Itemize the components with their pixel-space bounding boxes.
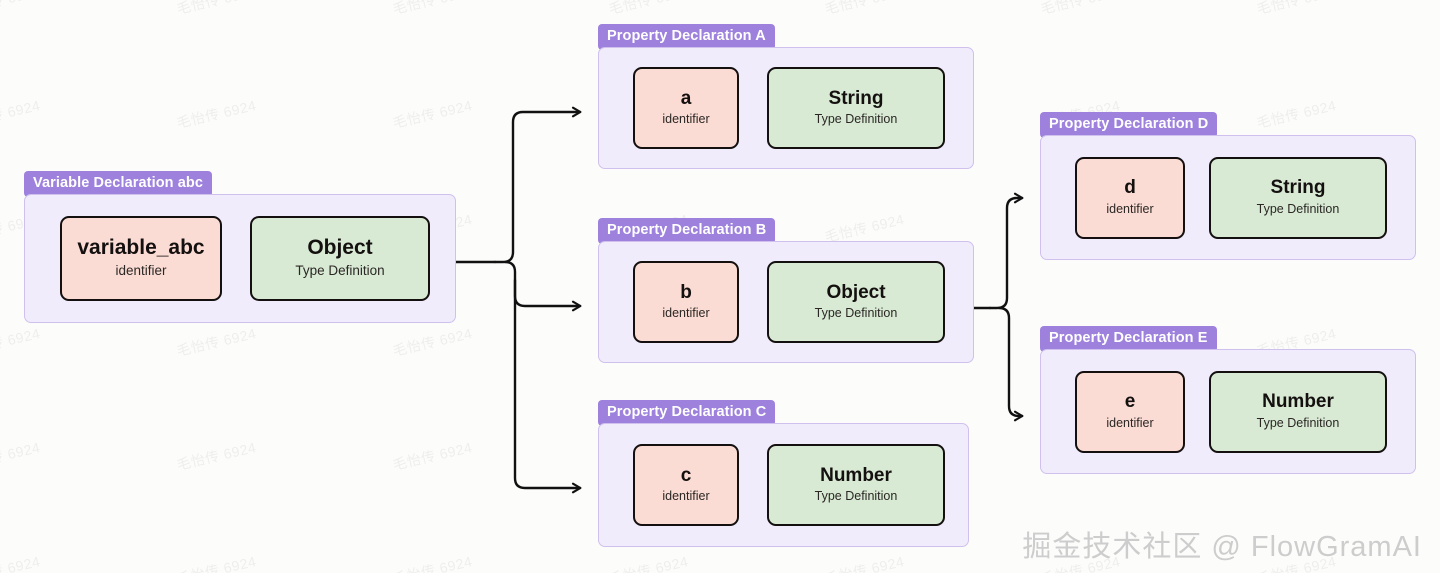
property-declaration-d-body: d identifier String Type Definition xyxy=(1040,135,1416,260)
property-declaration-e-badge: Property Declaration E xyxy=(1040,326,1217,352)
typedef-title: Number xyxy=(820,464,892,486)
watermark-tile: 毛怡传 6924 xyxy=(0,553,42,573)
identifier-title: a xyxy=(680,87,692,109)
watermark-tile: 毛怡传 6924 xyxy=(391,0,474,17)
identifier-subtitle: identifier xyxy=(115,263,167,279)
watermark-tile: 毛怡传 6924 xyxy=(175,553,258,573)
identifier-subtitle: identifier xyxy=(662,112,710,127)
edge-b-to-e xyxy=(997,306,1024,422)
property-declaration-a-badge: Property Declaration A xyxy=(598,24,775,50)
watermark-tile: 毛怡传 6924 xyxy=(0,0,42,17)
typedef-subtitle: Type Definition xyxy=(1256,201,1340,216)
footer-watermark: 掘金技术社区 @ FlowGramAI xyxy=(1022,531,1422,563)
variable-declaration-abc-identifier-node[interactable]: variable_abc identifier xyxy=(60,216,222,301)
identifier-title: e xyxy=(1124,391,1136,413)
typedef-subtitle: Type Definition xyxy=(814,306,898,321)
typedef-title: Object xyxy=(307,236,373,260)
property-declaration-d-badge: Property Declaration D xyxy=(1040,112,1218,138)
watermark-tile: 毛怡传 6924 xyxy=(175,325,258,359)
property-declaration-a[interactable]: Property Declaration A a identifier Stri… xyxy=(598,24,974,169)
watermark-tile: 毛怡传 6924 xyxy=(175,439,258,473)
watermark-tile: 毛怡传 6924 xyxy=(0,439,42,473)
property-declaration-a-body: a identifier String Type Definition xyxy=(598,47,974,169)
property-declaration-e-body: e identifier Number Type Definition xyxy=(1040,349,1416,474)
property-declaration-b-identifier-node[interactable]: b identifier xyxy=(633,261,739,343)
edge-root-to-a xyxy=(493,106,582,264)
edge-root-to-c xyxy=(513,278,582,494)
watermark-tile: 毛怡传 6924 xyxy=(175,0,258,17)
watermark-tile: 毛怡传 6924 xyxy=(391,553,474,573)
property-declaration-a-identifier-node[interactable]: a identifier xyxy=(633,67,739,149)
property-declaration-a-typedef-node[interactable]: String Type Definition xyxy=(767,67,945,149)
property-declaration-b-badge: Property Declaration B xyxy=(598,218,776,244)
edge-root-to-b xyxy=(503,260,582,312)
edge-b-to-d xyxy=(988,192,1024,310)
property-declaration-c-badge: Property Declaration C xyxy=(598,400,776,426)
typedef-title: String xyxy=(828,87,884,109)
property-declaration-b-typedef-node[interactable]: Object Type Definition xyxy=(767,261,945,343)
typedef-title: Number xyxy=(1262,391,1334,413)
watermark-tile: 毛怡传 6924 xyxy=(0,325,42,359)
identifier-subtitle: identifier xyxy=(662,306,710,321)
watermark-tile: 毛怡传 6924 xyxy=(391,325,474,359)
identifier-title: b xyxy=(680,281,692,303)
property-declaration-e-identifier-node[interactable]: e identifier xyxy=(1075,370,1185,453)
watermark-tile: 毛怡传 6924 xyxy=(391,97,474,131)
watermark-tile: 毛怡传 6924 xyxy=(175,97,258,131)
typedef-title: String xyxy=(1270,177,1326,199)
typedef-subtitle: Type Definition xyxy=(814,112,898,127)
watermark-tile: 毛怡传 6924 xyxy=(607,553,690,573)
typedef-subtitle: Type Definition xyxy=(814,489,898,504)
watermark-tile: 毛怡传 6924 xyxy=(1039,0,1122,17)
identifier-subtitle: identifier xyxy=(1106,415,1154,430)
identifier-title: c xyxy=(680,464,692,486)
identifier-title: variable_abc xyxy=(77,236,205,260)
property-declaration-e-typedef-node[interactable]: Number Type Definition xyxy=(1209,370,1387,453)
identifier-subtitle: identifier xyxy=(1106,201,1154,216)
variable-declaration-abc-typedef-node[interactable]: Object Type Definition xyxy=(250,216,430,301)
variable-declaration-abc[interactable]: Variable Declaration abc variable_abc id… xyxy=(24,171,456,323)
watermark-tile: 毛怡传 6924 xyxy=(1255,0,1338,17)
property-declaration-d-identifier-node[interactable]: d identifier xyxy=(1075,156,1185,239)
identifier-subtitle: identifier xyxy=(662,489,710,504)
property-declaration-b[interactable]: Property Declaration B b identifier Obje… xyxy=(598,218,974,363)
property-declaration-c[interactable]: Property Declaration C c identifier Numb… xyxy=(598,400,969,547)
property-declaration-d[interactable]: Property Declaration D d identifier Stri… xyxy=(1040,112,1416,260)
identifier-title: d xyxy=(1124,177,1136,199)
typedef-title: Object xyxy=(826,281,886,303)
watermark-tile: 毛怡传 6924 xyxy=(607,0,690,17)
property-declaration-d-typedef-node[interactable]: String Type Definition xyxy=(1209,156,1387,239)
variable-declaration-abc-badge: Variable Declaration abc xyxy=(24,171,213,197)
property-declaration-c-typedef-node[interactable]: Number Type Definition xyxy=(767,444,945,526)
variable-declaration-abc-body: variable_abc identifier Object Type Defi… xyxy=(24,194,456,323)
property-declaration-c-identifier-node[interactable]: c identifier xyxy=(633,444,739,526)
watermark-tile: 毛怡传 6924 xyxy=(0,97,42,131)
typedef-subtitle: Type Definition xyxy=(295,263,385,279)
watermark-tile: 毛怡传 6924 xyxy=(823,0,906,17)
typedef-subtitle: Type Definition xyxy=(1256,415,1340,430)
watermark-tile: 毛怡传 6924 xyxy=(823,553,906,573)
watermark-tile: 毛怡传 6924 xyxy=(391,439,474,473)
property-declaration-b-body: b identifier Object Type Definition xyxy=(598,241,974,363)
property-declaration-c-body: c identifier Number Type Definition xyxy=(598,423,969,547)
property-declaration-e[interactable]: Property Declaration E e identifier Numb… xyxy=(1040,326,1416,474)
